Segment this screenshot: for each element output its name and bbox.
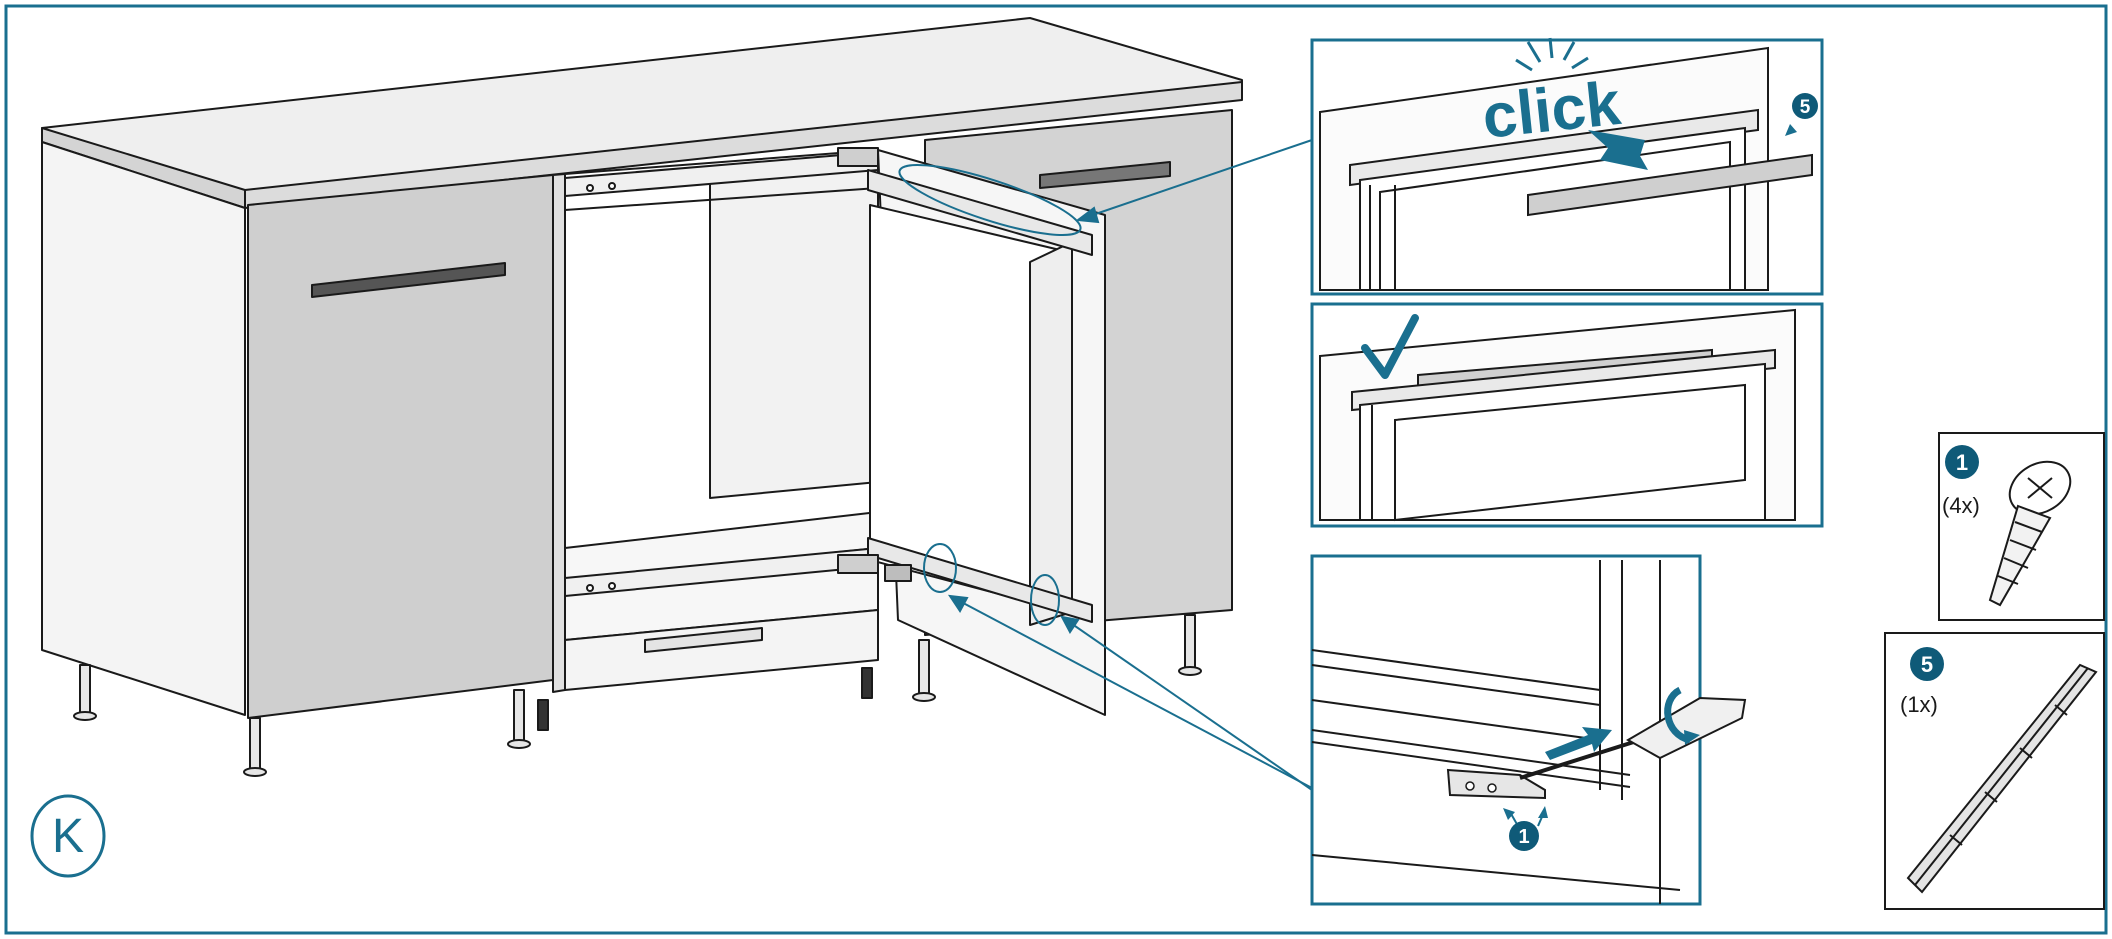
- rotation-arrow-icon: [1664, 686, 1692, 744]
- part-ref-number-1: 1: [1518, 826, 1529, 848]
- part-number: 5: [1921, 652, 1933, 677]
- highlight-top-door-edge: [898, 164, 1082, 236]
- detail-panel-click: click 5: [1310, 37, 1824, 296]
- direction-arrow: [1545, 727, 1612, 760]
- step-indicator: K: [30, 794, 106, 878]
- left-cabinet-side: [41, 141, 246, 716]
- part-ref-badge-5: [1792, 93, 1818, 119]
- highlight-bottom-hinge: [923, 543, 957, 593]
- part-number-badge: [1910, 647, 1944, 681]
- left-cabinet-door: [247, 174, 554, 719]
- cover-strip-icon: [1906, 663, 2098, 894]
- leader-lines: [947, 139, 1313, 791]
- part-quantity: (1x): [1900, 692, 1938, 717]
- part-number: 1: [1956, 450, 1968, 475]
- click-burst-icon: [1515, 37, 1589, 72]
- part-ref-number-5: 5: [1800, 97, 1811, 118]
- checkmark-icon: [1361, 314, 1419, 379]
- part-box-screw: 1 (4x): [1938, 432, 2105, 621]
- detail-highlights: [898, 164, 1082, 626]
- push-arrow: [1588, 130, 1648, 170]
- outer-frame: [4, 4, 2108, 935]
- left-door-handle: [311, 262, 506, 298]
- detail-panel-check: [1310, 302, 1824, 528]
- part-number-badge: [1945, 445, 1979, 479]
- part-quantity: (4x): [1942, 493, 1980, 518]
- part-ref-badge-1: [1509, 821, 1539, 851]
- screw-icon: [1988, 460, 2072, 607]
- highlight-bottom-door-corner: [1030, 574, 1060, 626]
- cover-strip: [1527, 153, 1813, 217]
- step-letter: K: [52, 810, 84, 863]
- cabinet-legs: [73, 614, 1202, 777]
- cabinet-illustration: [41, 17, 1243, 777]
- screwdriver-icon: [1519, 696, 1747, 780]
- detail-panel-screw: 1: [1310, 554, 1747, 906]
- click-label: click: [1479, 69, 1624, 152]
- part-box-cover-strip: 5 (1x): [1884, 632, 2105, 910]
